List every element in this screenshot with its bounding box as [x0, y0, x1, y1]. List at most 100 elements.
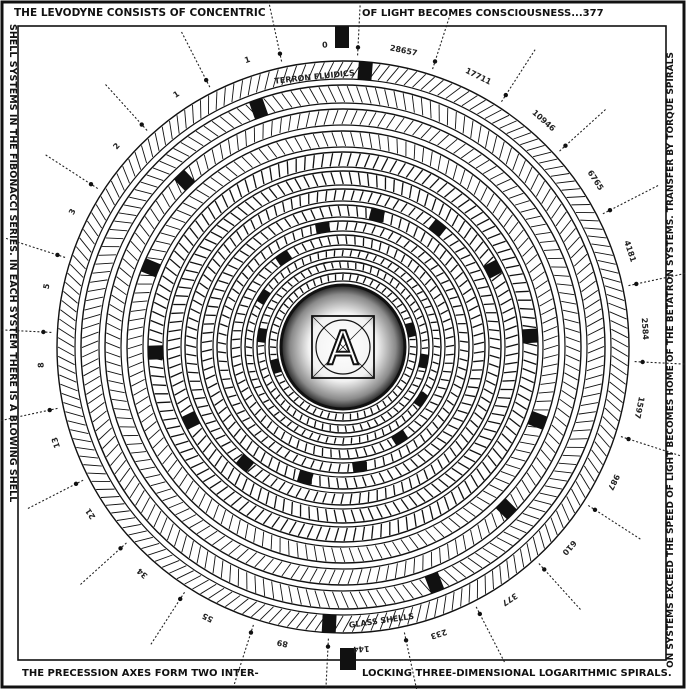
- shell-hatch: [488, 321, 498, 322]
- shell-hatch: [484, 304, 494, 305]
- shell-hatch: [367, 435, 368, 441]
- shell-hatch: [157, 402, 170, 403]
- shell-hatch: [328, 276, 329, 282]
- shell-hatch: [300, 196, 301, 206]
- shell-hatch: [385, 488, 386, 498]
- ray-node: [593, 508, 597, 512]
- shell-hatch: [502, 381, 514, 382]
- shell-hatch: [188, 372, 198, 373]
- shell-hatch: [153, 385, 166, 386]
- shell-hatch: [322, 423, 323, 429]
- shell-hatch: [418, 371, 424, 372]
- shell-hatch: [443, 371, 451, 372]
- shell-hatch: [232, 339, 240, 340]
- fibonacci-label: 8: [36, 362, 45, 369]
- shell-hatch: [371, 240, 372, 248]
- ray-node: [48, 408, 52, 412]
- border-text-bottom-right: LOCKING THREE-DIMENSIONAL LOGARITHMIC SP…: [362, 668, 672, 679]
- border-text-top: THE LEVODYNE CONSISTS OF CONCENTRIC: [14, 7, 266, 19]
- shell-hatch: [363, 265, 364, 271]
- shell-hatch: [536, 401, 551, 402]
- ray-node: [404, 638, 408, 642]
- ray-node: [433, 59, 437, 63]
- ray-node: [249, 630, 253, 634]
- shell-hatch: [422, 348, 428, 349]
- shell-hatch: [176, 296, 188, 297]
- shell-hatch: [446, 354, 454, 355]
- shell-hatch: [498, 398, 510, 399]
- shell-hatch: [570, 439, 587, 440]
- shell-hatch: [515, 291, 528, 292]
- ray-node: [608, 208, 612, 212]
- shell-hatch: [397, 139, 398, 154]
- shell-hatch: [368, 492, 369, 502]
- ray-node: [356, 45, 360, 49]
- spiral-marker-block: [322, 614, 337, 633]
- shell-hatch: [309, 506, 310, 518]
- ray-node: [326, 644, 330, 648]
- shell-hatch: [258, 345, 264, 346]
- shell-hatch: [375, 460, 376, 468]
- shell-hatch: [270, 347, 276, 348]
- shell-hatch: [235, 322, 243, 323]
- border-text-bottom-left: THE PRECESSION AXES FORM TWO INTER-: [22, 668, 259, 679]
- shell-hatch: [381, 524, 382, 537]
- ray-node: [178, 597, 182, 601]
- shell-hatch: [287, 161, 288, 174]
- shell-hatch: [357, 412, 358, 418]
- ray-node: [55, 253, 59, 257]
- shell-hatch: [222, 379, 230, 380]
- shell-hatch: [135, 292, 150, 293]
- ray-node: [504, 93, 508, 97]
- ray-node: [640, 360, 644, 364]
- shell-hatch: [317, 192, 318, 202]
- shell-hatch: [343, 414, 344, 420]
- shell-hatch: [249, 371, 255, 372]
- ray-node: [74, 482, 78, 486]
- shell-hatch: [318, 253, 319, 259]
- shell-hatch: [292, 502, 293, 514]
- shell-hatch: [398, 519, 399, 532]
- ray-node: [278, 52, 282, 56]
- shell-hatch: [99, 255, 116, 256]
- shell-hatch: [192, 389, 202, 390]
- spiral-marker-block: [148, 345, 163, 359]
- ray-node: [478, 612, 482, 616]
- shell-hatch: [288, 540, 289, 555]
- ray-node: [41, 330, 45, 334]
- shell-hatch: [456, 315, 464, 316]
- ray-node: [542, 567, 546, 571]
- ray-node: [118, 546, 122, 550]
- shell-hatch: [171, 313, 183, 314]
- shell-hatch: [394, 180, 395, 192]
- ray-node: [563, 144, 567, 148]
- spiral-marker-block: [357, 61, 372, 80]
- shell-hatch: [520, 309, 533, 310]
- center-symbol-text: A: [327, 321, 359, 375]
- shell-hatch: [348, 262, 349, 268]
- fibonacci-label: 2584: [640, 317, 650, 340]
- top-gap-block: [335, 26, 349, 48]
- ray-node: [626, 437, 630, 441]
- shell-hatch: [314, 446, 315, 454]
- fibonacci-label: 0: [322, 40, 329, 49]
- shell-hatch: [338, 426, 339, 432]
- border-text-left: SHELL SYSTEMS IN THE FIBONACCI SERIES. I…: [7, 24, 18, 502]
- spiral-marker-block: [352, 461, 367, 473]
- fibonacci-label: 144: [352, 644, 370, 654]
- shell-hatch: [311, 226, 312, 234]
- shell-hatch: [377, 175, 378, 187]
- shell-hatch: [305, 157, 306, 170]
- ray-node: [89, 182, 93, 186]
- shell-hatch: [431, 322, 437, 323]
- shell-hatch: [410, 347, 416, 348]
- ray-node: [140, 122, 144, 126]
- shell-hatch: [262, 322, 268, 323]
- ray-node: [634, 282, 638, 286]
- shell-hatch: [343, 274, 344, 280]
- border-text-right: ON SYSTEMS EXCEED THE SPEED OF LIGHT BEC…: [666, 52, 676, 668]
- border-text-top-right: OF LIGHT BECOMES CONSCIOUSNESS...377: [362, 8, 604, 19]
- ray-node: [204, 78, 208, 82]
